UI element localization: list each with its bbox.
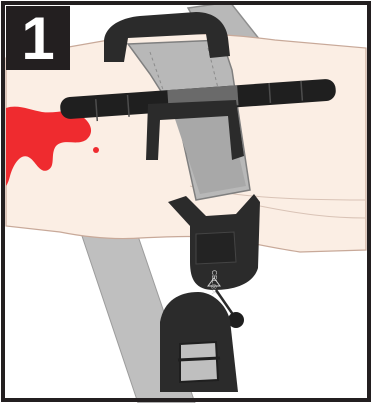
bottom-buckle-slot-line [178,358,220,360]
blood-drop [93,147,99,153]
step-badge: 1 [6,6,70,70]
retention-clip-window [196,232,236,264]
bottom-buckle-slot [180,342,218,382]
step-number: 1 [6,6,70,72]
